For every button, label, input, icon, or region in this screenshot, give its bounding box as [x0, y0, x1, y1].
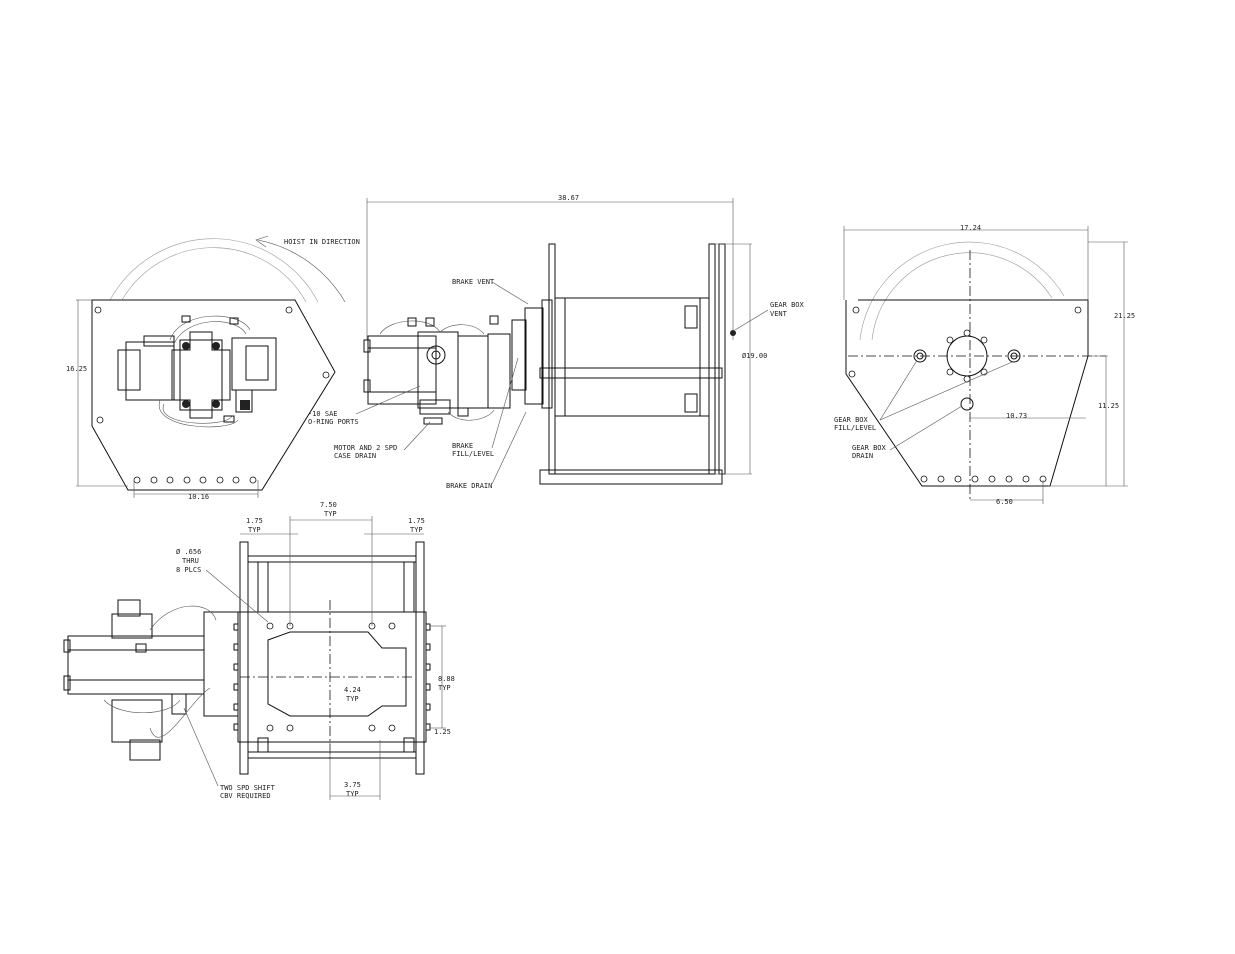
- right-base-dim: 6.50: [996, 498, 1013, 506]
- bottom-right-typ: TYP: [410, 526, 423, 534]
- right-width-dim: 17.24: [960, 224, 981, 232]
- motor-end-view: HOIST IN DIRECTION: [66, 235, 360, 501]
- bottom-left-typ: TYP: [248, 526, 261, 534]
- bottom-center-typ: TYP: [346, 695, 359, 703]
- right-offset-dim: 10.73: [1006, 412, 1027, 420]
- gear-base-bolt-holes: [920, 475, 1047, 483]
- bolt-holes-label-2: THRU: [182, 557, 199, 565]
- gear-box-drain-label-2: DRAIN: [852, 452, 873, 460]
- side-view: 38.67: [308, 194, 805, 490]
- gear-box-drain-label-1: GEAR BOX: [852, 444, 887, 452]
- brake-drain-label: BRAKE DRAIN: [446, 482, 492, 490]
- right-height-dim: 21.25: [1114, 312, 1135, 320]
- gear-box-fill-level-label-1: GEAR BOX: [834, 416, 869, 424]
- bottom-side-small-dim: 1.25: [434, 728, 451, 736]
- right-lower-height-dim: 11.25: [1098, 402, 1119, 410]
- bolt-holes-label-1: Ø .656: [176, 548, 201, 556]
- overall-length-dim: 38.67: [558, 194, 579, 202]
- gear-box-fill-level-label-2: FILL/LEVEL: [834, 424, 876, 432]
- bolt-holes-label-3: 8 PLCS: [176, 566, 201, 574]
- brake-vent-label: BRAKE VENT: [452, 278, 495, 286]
- bottom-center-dim: 4.24: [344, 686, 361, 694]
- bottom-side-dim: 8.88: [438, 675, 455, 683]
- plan-view: 7.50 TYP 1.75 TYP 1.75 TYP Ø .656 THRU 8…: [63, 501, 455, 800]
- gear-end-view: GEAR BOX FILL/LEVEL GEAR BOX DRAIN 17.24…: [834, 224, 1135, 506]
- brake-fill-level-label-2: FILL/LEVEL: [452, 450, 494, 458]
- bottom-side-typ: TYP: [438, 684, 451, 692]
- motor-case-drain-label-1: MOTOR AND 2 SPD: [334, 444, 397, 452]
- two-spd-shift-label-2: CBV REQUIRED: [220, 792, 271, 800]
- left-bottom-dim: 10.16: [188, 493, 209, 501]
- two-spd-shift-label-1: TWO SPD SHIFT: [220, 784, 276, 792]
- bottom-right-small-dim: 1.75: [408, 517, 425, 525]
- gear-box-vent-label-1: GEAR BOX: [770, 301, 805, 309]
- bottom-top-typ: TYP: [324, 510, 337, 518]
- bottom-top-dim: 7.50: [320, 501, 337, 509]
- bottom-base-typ: TYP: [346, 790, 359, 798]
- base-bolt-holes: [133, 476, 257, 484]
- hoist-direction-label: HOIST IN DIRECTION: [284, 238, 360, 246]
- gear-box-vent-label-2: VENT: [770, 310, 788, 318]
- bottom-left-small-dim: 1.75: [246, 517, 263, 525]
- bottom-base-dim: 3.75: [344, 781, 361, 789]
- sae-ports-label-1: -10 SAE: [308, 410, 338, 418]
- sae-ports-label-2: O-RING PORTS: [308, 418, 359, 426]
- flange-dia-dim: Ø19.00: [742, 352, 767, 360]
- brake-fill-level-label-1: BRAKE: [452, 442, 473, 450]
- left-height-dim: 16.25: [66, 365, 87, 373]
- motor-case-drain-label-2: CASE DRAIN: [334, 452, 376, 460]
